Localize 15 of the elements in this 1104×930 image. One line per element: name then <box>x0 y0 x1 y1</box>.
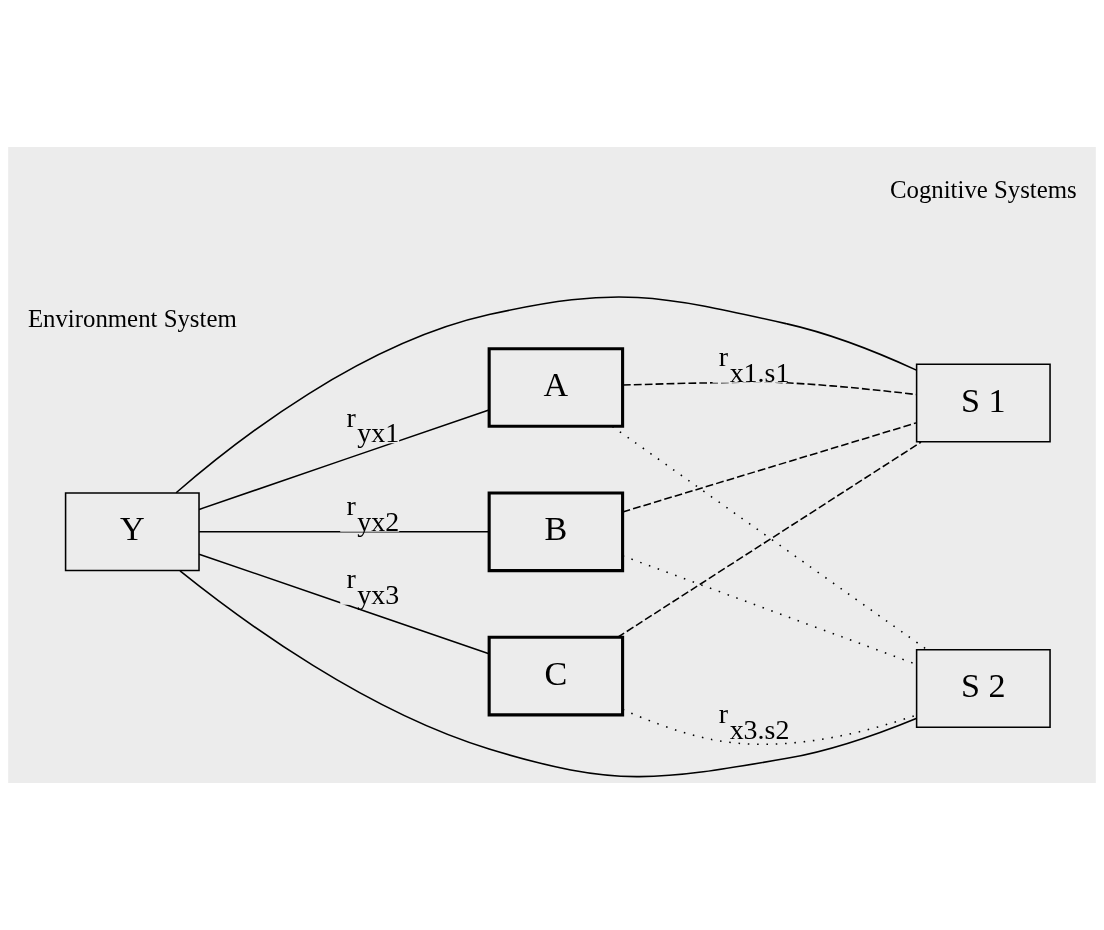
node-box: Y <box>64 492 200 572</box>
node-box: S 1 <box>915 363 1051 443</box>
connector <box>622 422 918 513</box>
connector <box>198 409 490 511</box>
label: Cognitive Systems <box>889 175 1077 203</box>
connector <box>198 553 490 655</box>
label: Environment System <box>27 304 237 332</box>
connector <box>617 441 922 639</box>
node-box: S 2 <box>915 648 1051 729</box>
node-box: B <box>487 491 625 573</box>
connector <box>179 570 917 778</box>
connector <box>198 531 490 533</box>
node-box: A <box>487 347 625 428</box>
node-box: C <box>487 635 625 717</box>
connector <box>611 425 928 651</box>
